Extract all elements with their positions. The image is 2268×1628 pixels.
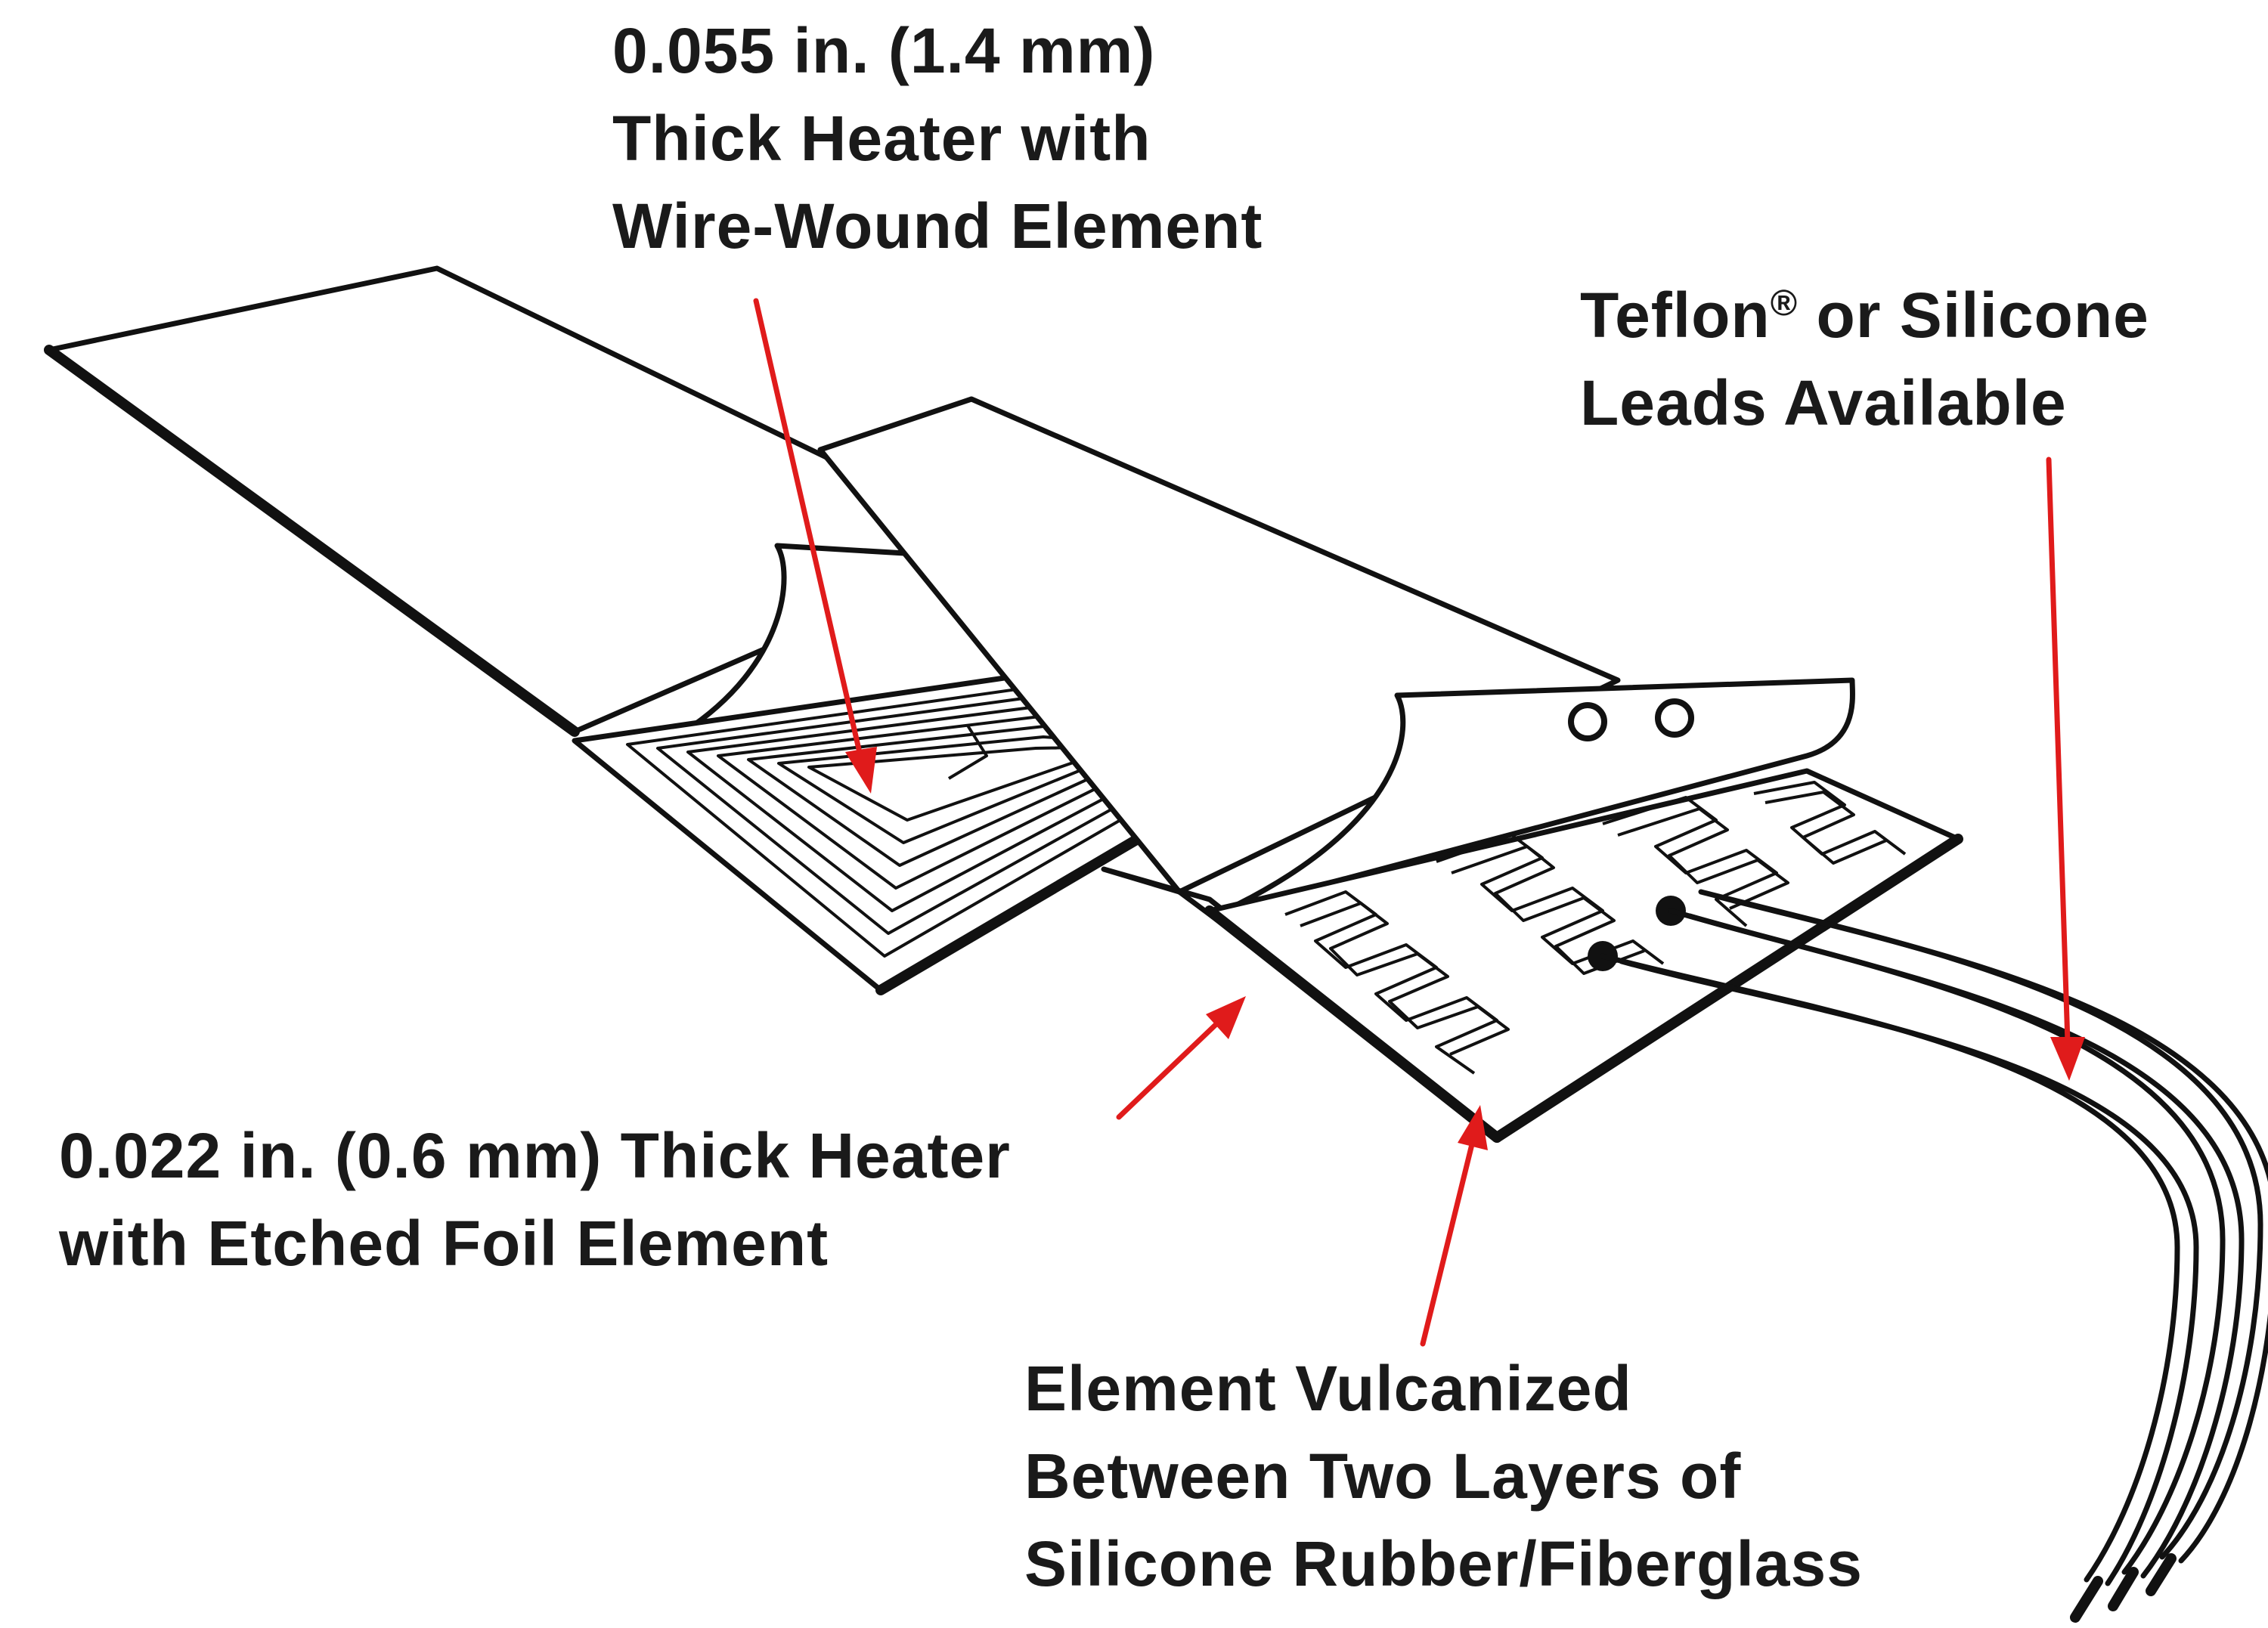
leads-label: Teflon® or Silicone Leads Available	[1580, 272, 2149, 447]
leads-arrow	[2049, 460, 2068, 1043]
vulcanized-label-line3: Silicone Rubber/Fiberglass	[1024, 1521, 1863, 1608]
lead-tip	[2113, 1572, 2133, 1606]
leads-label-teflon: Teflon	[1580, 280, 1771, 351]
leads-label-line1: Teflon® or Silicone	[1580, 272, 2149, 360]
wire-wound-label-line3: Wire-Wound Element	[612, 183, 1263, 271]
vulcanized-label-line1: Element Vulcanized	[1024, 1345, 1863, 1433]
etched-foil-label-line2: with Etched Foil Element	[59, 1200, 1011, 1288]
vulcanized-label: Element Vulcanized Between Two Layers of…	[1024, 1345, 1863, 1608]
leads-label-line2: Leads Available	[1580, 360, 2149, 447]
registered-mark: ®	[1771, 283, 1798, 323]
wire-wound-label-line2: Thick Heater with	[612, 95, 1263, 183]
wire-wound-label: 0.055 in. (1.4 mm) Thick Heater with Wir…	[612, 8, 1263, 271]
vulcanized-label-line2: Between Two Layers of	[1024, 1433, 1863, 1521]
leads-label-rest: or Silicone	[1798, 280, 2149, 351]
wire-wound-label-line1: 0.055 in. (1.4 mm)	[612, 8, 1263, 95]
etched-foil-arrowhead	[1206, 996, 1246, 1039]
lead-tip	[2075, 1581, 2098, 1617]
etched-foil-arrow	[1119, 1022, 1219, 1117]
leads-arrowhead	[2050, 1037, 2085, 1081]
etched-foil-label: 0.022 in. (0.6 mm) Thick Heater with Etc…	[59, 1113, 1011, 1288]
etched-foil-label-line1: 0.022 in. (0.6 mm) Thick Heater	[59, 1113, 1011, 1200]
vulcanized-arrow	[1423, 1141, 1473, 1344]
